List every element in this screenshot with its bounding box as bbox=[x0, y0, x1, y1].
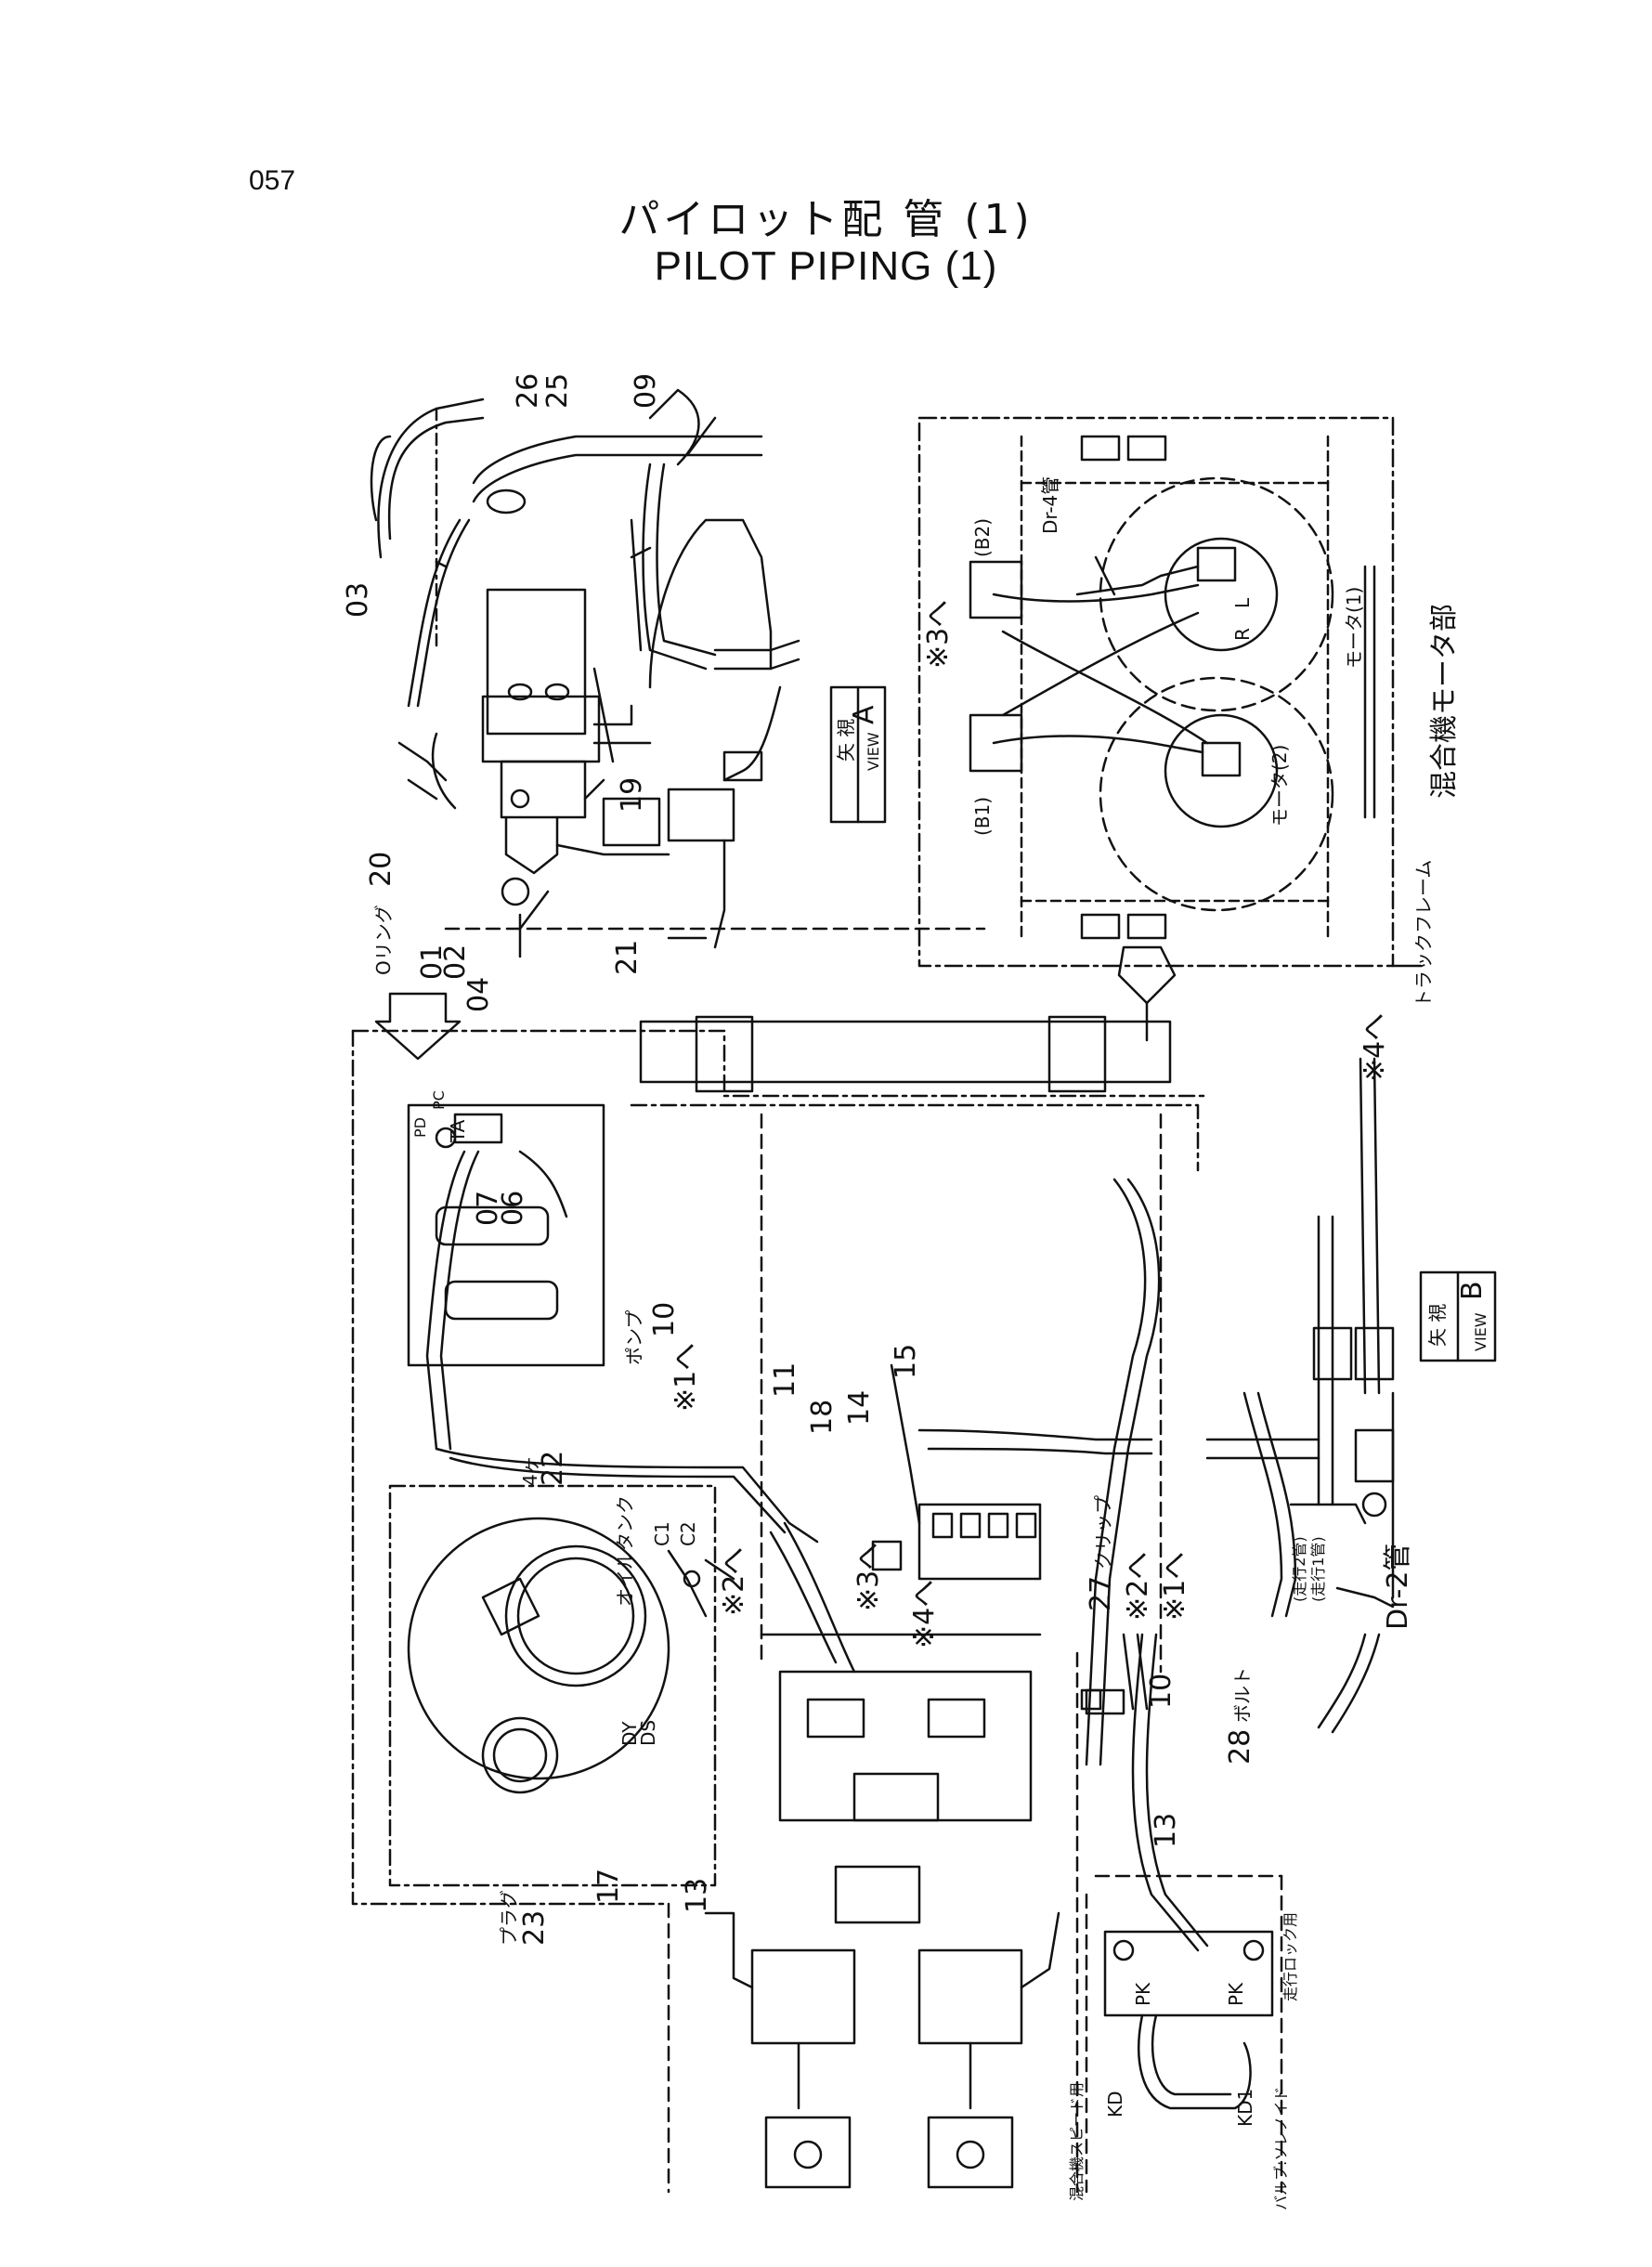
clip-bracket bbox=[1080, 1633, 1149, 1711]
label-travel1: (走行1管) bbox=[1309, 1536, 1327, 1602]
part-o-ring: Oリング bbox=[372, 905, 395, 975]
part-17: 17 bbox=[592, 1869, 625, 1904]
part-03: 03 bbox=[342, 582, 374, 618]
part-04: 04 bbox=[462, 977, 495, 1012]
label-c1: C1 bbox=[651, 1521, 673, 1546]
main-assembly bbox=[351, 1015, 1283, 2194]
right-detail bbox=[1205, 1057, 1497, 1734]
label-kd1: KD1 bbox=[1234, 2089, 1256, 2127]
view-a-detail bbox=[370, 388, 986, 958]
panel-b-ref-3: ※3へ bbox=[922, 600, 955, 669]
part-13: 13 bbox=[681, 1878, 713, 1913]
view-a-letter: A bbox=[848, 705, 880, 724]
panel-b-motor2: モータ(2) bbox=[1268, 745, 1291, 827]
label-mixer-speed: 混合機スピード用 bbox=[1068, 2082, 1086, 2201]
part-13b: 13 bbox=[1150, 1813, 1182, 1848]
page-number: 057 bbox=[249, 165, 296, 196]
part-18: 18 bbox=[806, 1400, 839, 1435]
label-ref-3: ※3へ bbox=[852, 1543, 885, 1611]
label-ds: DS bbox=[637, 1720, 659, 1746]
part-plug: プラグ bbox=[498, 1890, 520, 1946]
part-bolt: ボルト bbox=[1231, 1667, 1254, 1723]
view-b-label-ja: 矢 視 bbox=[1426, 1304, 1449, 1347]
title-japanese: パイロット配 管 (1) bbox=[618, 196, 1034, 243]
label-pk2: PK bbox=[1225, 1982, 1247, 2006]
part-10: 10 bbox=[648, 1302, 681, 1337]
label-pk: PK bbox=[1132, 1982, 1154, 2006]
label-ref-2b: ※2へ bbox=[1122, 1552, 1154, 1621]
label-ref-4b: ※4へ bbox=[1359, 1013, 1391, 1082]
view-a-arrow bbox=[374, 992, 462, 1061]
view-a-label-ja: 矢 視 bbox=[835, 719, 857, 762]
view-a-box bbox=[829, 685, 887, 824]
part-21: 21 bbox=[611, 940, 644, 975]
panel-b-port-l: L bbox=[1231, 597, 1254, 608]
label-valve-solenoid: バルブ:ソレノイド bbox=[1272, 2087, 1290, 2210]
view-a-label-en: VIEW bbox=[865, 732, 882, 771]
label-pump: ポンプ bbox=[623, 1310, 645, 1365]
label-dy: DY bbox=[618, 1721, 641, 1746]
part-20: 20 bbox=[365, 852, 397, 887]
part-23: 23 bbox=[518, 1910, 551, 1946]
label-pc: PC bbox=[430, 1090, 448, 1110]
part-26: 26 bbox=[512, 373, 544, 409]
label-ref-2: ※2へ bbox=[718, 1547, 750, 1616]
part-19: 19 bbox=[616, 777, 648, 813]
label-c2: C2 bbox=[677, 1521, 699, 1546]
part-10b: 10 bbox=[1145, 1674, 1177, 1709]
panel-b-port-r: R bbox=[1231, 628, 1254, 641]
panel-b-motor1: モータ(1) bbox=[1343, 587, 1365, 669]
label-pd: PD bbox=[411, 1117, 429, 1138]
label-dr2: Dr-2管 bbox=[1382, 1544, 1414, 1630]
view-b-letter: B bbox=[1456, 1281, 1489, 1300]
part-11: 11 bbox=[769, 1362, 801, 1398]
label-ref-1: ※1へ bbox=[670, 1343, 702, 1412]
part-25: 25 bbox=[541, 373, 574, 409]
panel-b-port-b1: (B1) bbox=[971, 797, 994, 836]
label-ta: TA bbox=[447, 1119, 469, 1143]
panel-b-frame-label: トラックフレーム bbox=[1412, 860, 1435, 1008]
part-14: 14 bbox=[843, 1390, 876, 1426]
label-oil-tank: オイルタンク bbox=[614, 1495, 636, 1607]
part-27: 27 bbox=[1085, 1576, 1117, 1611]
part-07: 07 bbox=[472, 1191, 504, 1226]
part-09: 09 bbox=[630, 373, 662, 409]
panel-b-port-b2: (B2) bbox=[971, 518, 994, 557]
title-english: PILOT PIPING (1) bbox=[654, 243, 998, 289]
part-qty-4: 4ヶ bbox=[519, 1455, 541, 1486]
label-travel-lock: 走行ロック用 bbox=[1281, 1912, 1299, 2001]
label-travel2: (走行2管) bbox=[1291, 1536, 1308, 1602]
label-ref-1b: ※1へ bbox=[1159, 1552, 1191, 1621]
label-kd: KD bbox=[1104, 2091, 1126, 2117]
panel-b-pipe-top: Dr-4管 bbox=[1039, 476, 1061, 534]
part-06: 06 bbox=[497, 1191, 529, 1226]
part-clip: クリップ bbox=[1092, 1495, 1114, 1570]
part-22: 22 bbox=[537, 1451, 569, 1486]
label-ref-4: ※4へ bbox=[908, 1580, 941, 1648]
panel-b-section-label: 混合機モータ部 bbox=[1428, 604, 1461, 799]
part-15: 15 bbox=[890, 1344, 922, 1379]
part-02: 02 bbox=[439, 945, 472, 980]
view-b-label-en: VIEW bbox=[1472, 1312, 1489, 1351]
part-28: 28 bbox=[1224, 1729, 1256, 1765]
view-b-panel bbox=[917, 416, 1423, 1042]
part-01: 01 bbox=[416, 945, 449, 980]
